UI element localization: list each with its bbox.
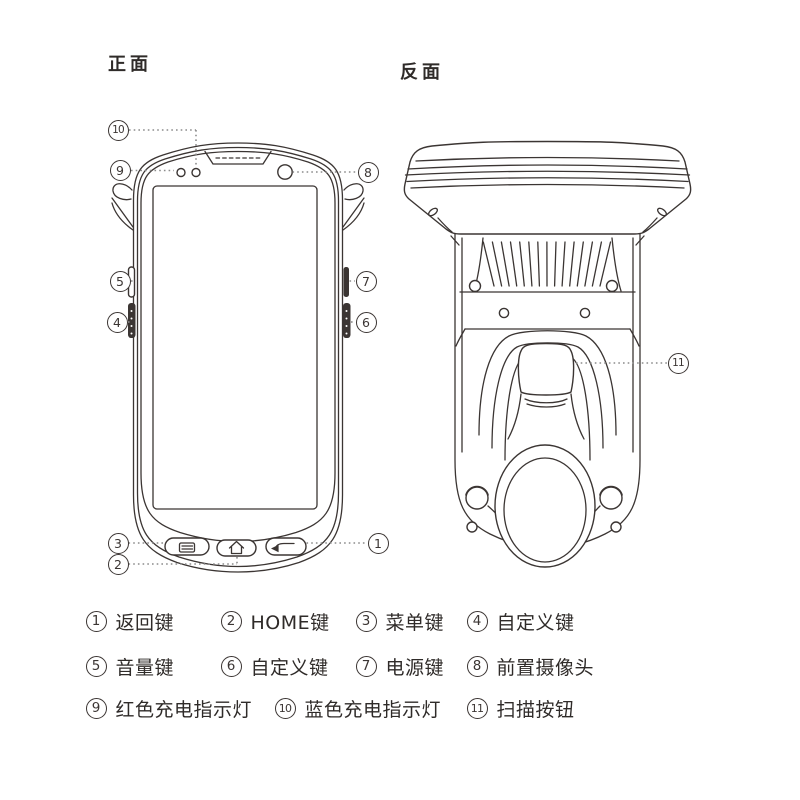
screw-icon [499, 308, 508, 317]
legend-label-10: 蓝色充电指示灯 [304, 698, 442, 721]
left-strap-wing [112, 184, 133, 230]
legend-num-9: 9 [85, 697, 107, 719]
legend-label-4: 自定义键 [496, 611, 575, 634]
callout-4: 4 [106, 311, 128, 333]
grip-base [495, 445, 595, 567]
legend-num-10: 10 [274, 697, 296, 719]
callout-8: 8 [357, 161, 379, 183]
legend-label-5: 音量键 [115, 656, 175, 679]
legend-item-power-key: 7 电源键 [355, 653, 445, 679]
front-camera-icon [278, 165, 292, 179]
callout-7: 7 [355, 270, 377, 292]
screw-icon [580, 308, 589, 317]
callout-3: 3 [107, 532, 129, 554]
callout-2: 2 [107, 553, 129, 575]
legend-label-1: 返回键 [115, 611, 175, 634]
touchscreen[interactable] [153, 186, 317, 509]
front-leader-lines [128, 130, 367, 564]
legend-item-back-key: 1 返回键 [85, 608, 175, 634]
speaker-notch [205, 152, 271, 165]
home-key-icon [230, 542, 244, 554]
legend-num-1: 1 [85, 610, 107, 632]
back-head-top [404, 142, 690, 235]
legend-item-menu-key: 3 菜单键 [355, 608, 445, 634]
head-vent-hole [427, 207, 438, 217]
legend-label-11: 扫描按钮 [496, 698, 575, 721]
legend-item-home-key: 2 HOME键 [220, 608, 330, 634]
grip-rib-texture [483, 242, 610, 286]
red-charge-led-icon [177, 169, 185, 177]
back-device-drawing [395, 130, 700, 600]
screw-icon [470, 281, 481, 292]
back-view-title: 反面 [400, 62, 444, 83]
legend-num-3: 3 [355, 610, 377, 632]
legend-item-red-led: 9 红色充电指示灯 [85, 695, 253, 721]
callout-1: 1 [367, 532, 389, 554]
menu-key[interactable] [165, 538, 209, 555]
back-plate [456, 281, 639, 347]
legend-num-8: 8 [466, 655, 488, 677]
legend-item-front-camera: 8 前置摄像头 [466, 653, 595, 679]
legend-item-custom-key-4: 4 自定义键 [466, 608, 575, 634]
home-key[interactable] [217, 540, 256, 556]
legend-num-6: 6 [220, 655, 242, 677]
scan-button[interactable] [518, 344, 573, 408]
legend-item-blue-led: 10 蓝色充电指示灯 [274, 695, 442, 721]
legend-num-2: 2 [220, 610, 242, 632]
callout-5: 5 [109, 270, 131, 292]
menu-key-icon [180, 543, 195, 552]
legend-num-7: 7 [355, 655, 377, 677]
legend-label-7: 电源键 [385, 656, 445, 679]
legend-num-11: 11 [466, 697, 488, 719]
legend-item-volume-key: 5 音量键 [85, 653, 175, 679]
legend-label-6: 自定义键 [250, 656, 329, 679]
front-body-outline [134, 143, 343, 572]
right-lanyard-mount [583, 486, 622, 532]
callout-11: 11 [667, 352, 689, 374]
screw-icon [607, 281, 618, 292]
front-view-title: 正面 [108, 54, 152, 75]
callout-10: 10 [107, 119, 129, 141]
right-custom-key[interactable] [343, 303, 351, 338]
back-key[interactable] [266, 538, 306, 555]
legend-item-scan-button: 11 扫描按钮 [466, 695, 575, 721]
callout-6: 6 [355, 311, 377, 333]
head-vent-hole [656, 207, 667, 217]
legend-num-5: 5 [85, 655, 107, 677]
blue-charge-led-icon [192, 169, 200, 177]
legend-label-3: 菜单键 [385, 611, 445, 634]
callout-9: 9 [109, 159, 131, 181]
front-device-drawing [100, 115, 395, 600]
legend-label-8: 前置摄像头 [496, 656, 595, 679]
legend-num-4: 4 [466, 610, 488, 632]
legend-item-custom-key-6: 6 自定义键 [220, 653, 329, 679]
power-key[interactable] [343, 267, 350, 297]
right-strap-wing [343, 184, 364, 230]
left-lanyard-mount [466, 486, 507, 532]
back-key-icon [271, 544, 294, 553]
left-custom-key[interactable] [128, 303, 136, 338]
legend-label-9: 红色充电指示灯 [115, 698, 253, 721]
legend-label-2: HOME键 [250, 611, 330, 634]
